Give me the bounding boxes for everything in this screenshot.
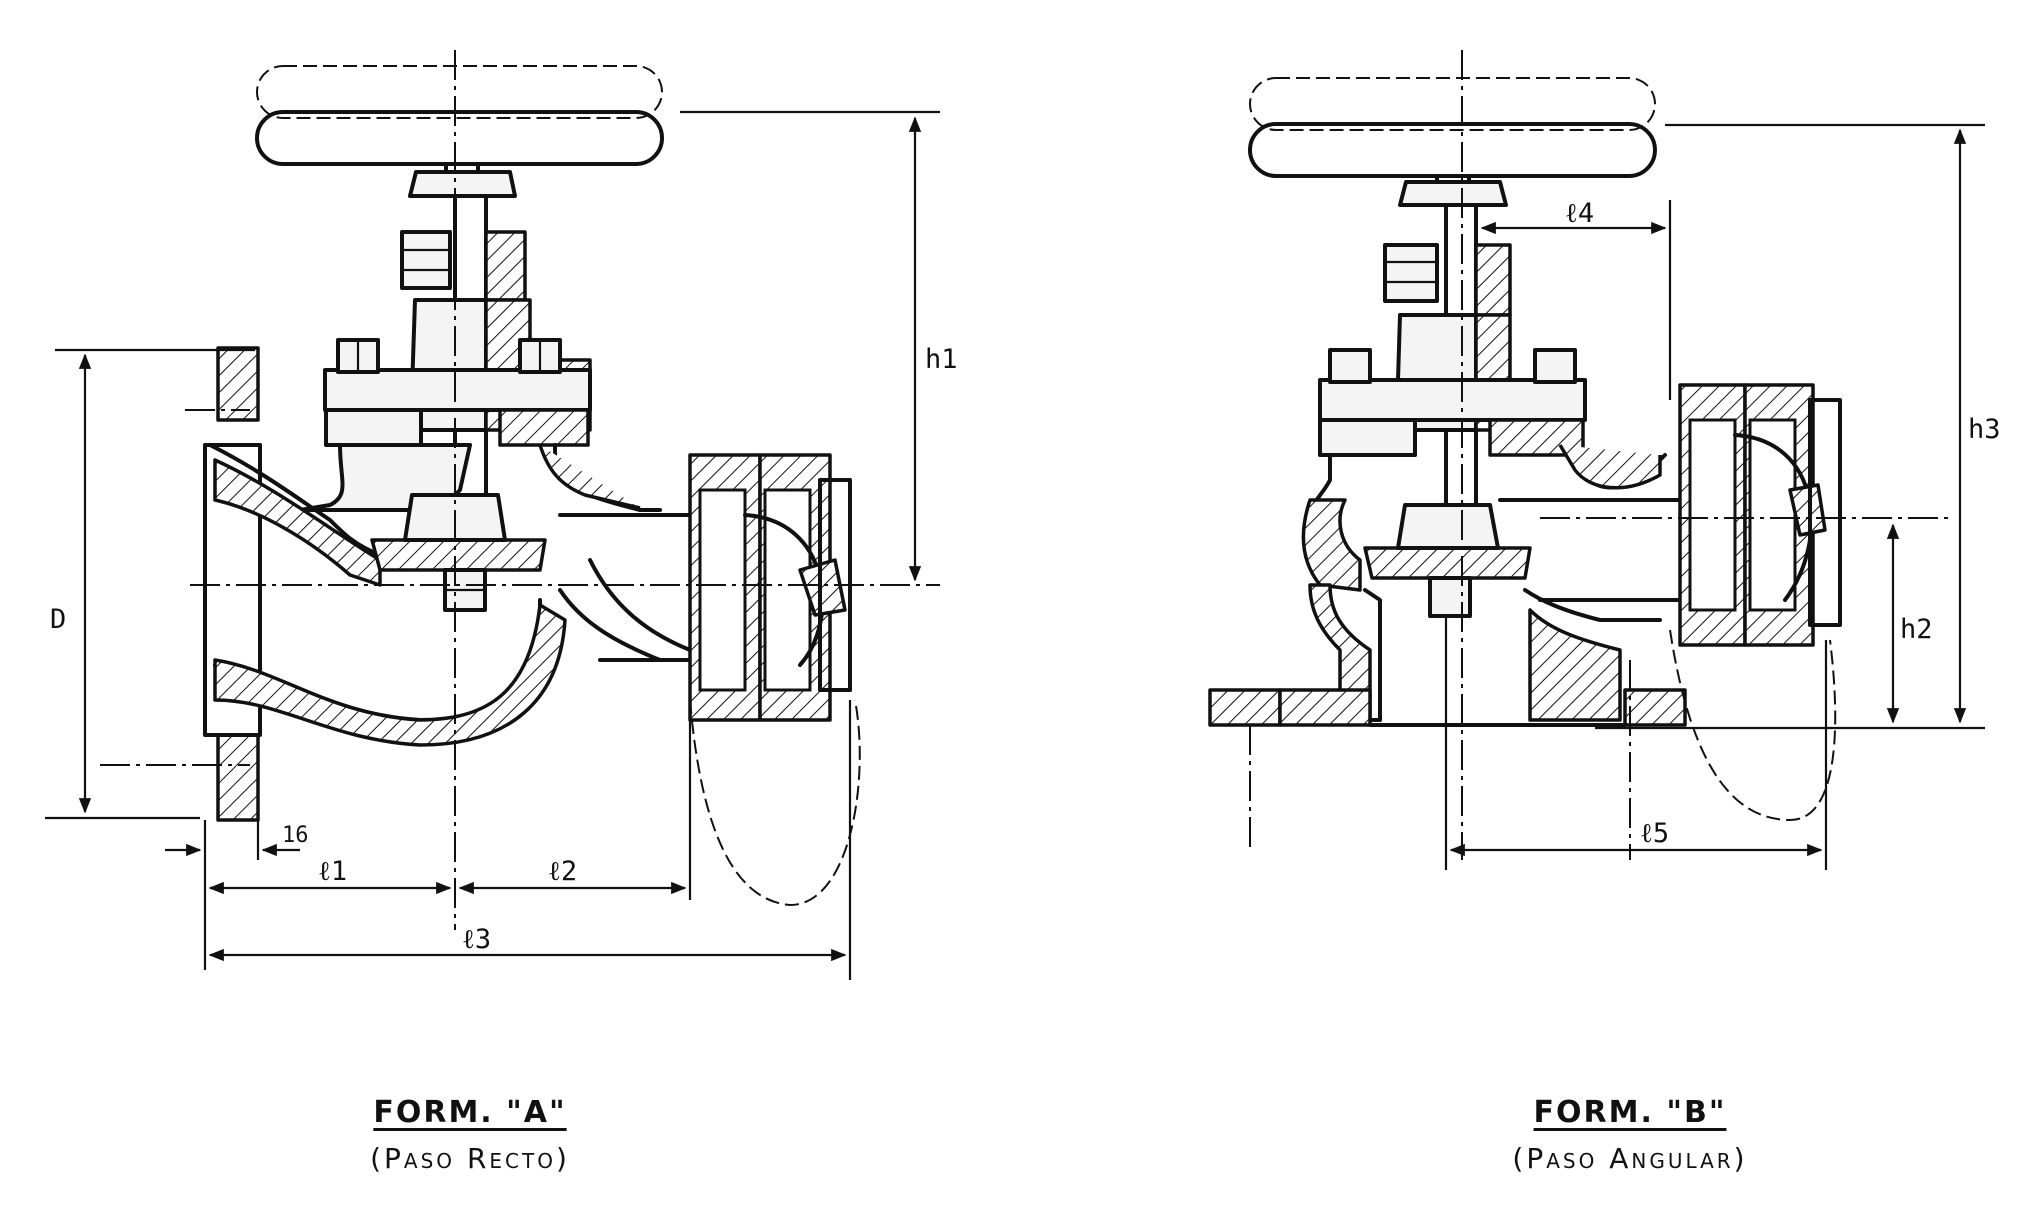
dim-label-l2: ℓ2	[548, 856, 577, 887]
dimensions-form-b: h3 h2 ℓ4 ℓ5	[1444, 123, 2001, 870]
handwheel-b	[1248, 77, 1657, 207]
handwheel-a	[255, 65, 664, 198]
form-a-subtitle: (Paso Recto)	[370, 1142, 570, 1175]
valve-form-b	[1208, 50, 1950, 860]
base-flange-right-b	[1623, 688, 1687, 727]
dim-label-d: D	[50, 604, 66, 635]
valve-form-a	[100, 50, 940, 930]
dim-label-h2: h2	[1900, 614, 1933, 645]
dim-label-h3: h3	[1968, 414, 2001, 445]
form-b-title: FORM. "B"	[1533, 1095, 1727, 1130]
bonnet-flange-a	[323, 368, 592, 412]
dim-label-l1: ℓ1	[318, 856, 347, 887]
dim-label-l4: ℓ4	[1565, 198, 1594, 229]
inlet-flange-top-a	[216, 346, 260, 422]
inlet-flange-bottom-a	[216, 733, 260, 822]
base-flange-left-b	[1208, 688, 1282, 727]
caption-form-b: FORM. "B" (Paso Angular)	[1440, 1095, 1820, 1175]
gland-nut-a	[400, 230, 452, 290]
caption-form-a: FORM. "A" (Paso Recto)	[300, 1095, 640, 1175]
dim-label-l3: ℓ3	[462, 924, 491, 955]
dim-label-l5: ℓ5	[1640, 818, 1669, 849]
dim-label-h1: h1	[925, 344, 958, 375]
cap-chain-b	[1669, 629, 1837, 822]
dim-label-16: 16	[282, 823, 309, 848]
form-b-subtitle: (Paso Angular)	[1512, 1142, 1748, 1175]
valve-disc-a	[370, 538, 547, 572]
dimensions-form-a: D h1 16 ℓ1 ℓ2 ℓ3	[45, 110, 958, 980]
coupling-b	[1678, 383, 1842, 647]
form-a-title: FORM. "A"	[373, 1095, 567, 1130]
coupling-a	[688, 453, 852, 722]
cap-chain-a	[689, 699, 861, 907]
